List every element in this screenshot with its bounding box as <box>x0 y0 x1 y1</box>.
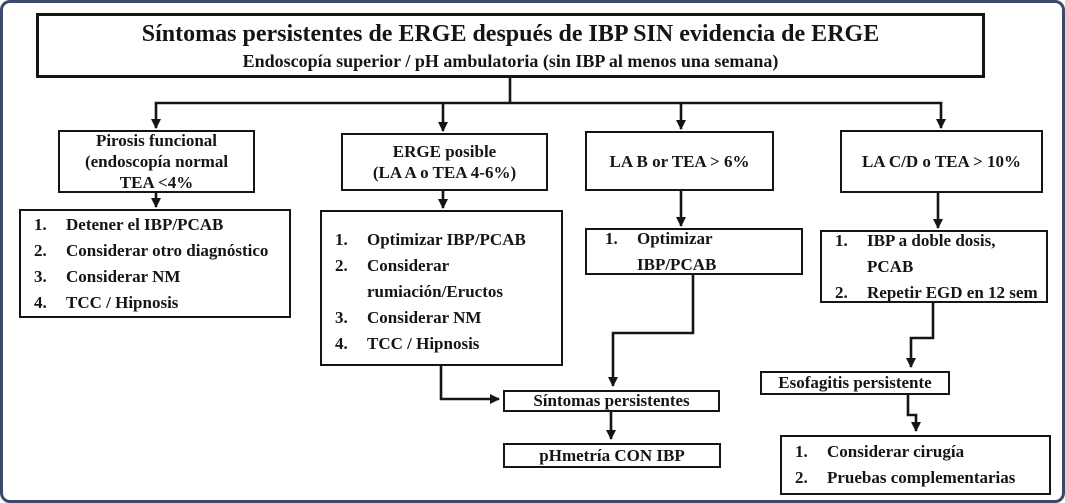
list-item-number: 4. <box>34 292 47 312</box>
list-item-number: 3. <box>34 266 47 286</box>
list-item: 4. TCC / Hipnosis <box>34 290 283 316</box>
page-subtitle: Endoscopía superior / pH ambulatoria (si… <box>242 50 779 71</box>
phmetry-with-ppi-box: pHmetría CON IBP <box>503 443 721 468</box>
list-item-number: 2. <box>34 240 47 260</box>
list-item: 1. Optimizar IBP/PCAB <box>605 226 795 278</box>
list-item: 2. Considerar rumiación/Eructos <box>335 253 555 305</box>
persistent-symptoms-box: Síntomas persistentes <box>503 390 720 412</box>
list-item: 2. Repetir EGD en 12 sem <box>835 280 1040 306</box>
arrow-la-cd-to-esophagitis <box>906 303 935 368</box>
list-item-number: 1. <box>795 442 808 461</box>
list-item-text: Considerar cirugía <box>827 442 965 461</box>
list-item-text: Considerar NM <box>66 266 181 286</box>
branch-erge-posible-box: ERGE posible (LA A o TEA 4-6%) <box>341 133 548 191</box>
list-item-number: 3. <box>335 308 348 327</box>
branch-line: LA C/D o TEA > 10% <box>861 152 1022 171</box>
list-item: 2. Considerar otro diagnóstico <box>34 238 283 264</box>
list-item: 1. Considerar cirugía <box>795 439 1043 465</box>
branch-la-cd-box: LA C/D o TEA > 10% <box>840 130 1043 193</box>
arrow-possible-to-persistent <box>439 366 500 404</box>
list-item: 3. Considerar NM <box>34 264 283 290</box>
arrow-esophagitis-to-surgery <box>906 395 921 432</box>
list-item-text: TCC / Hipnosis <box>367 334 480 353</box>
list-item-text: IBP a doble dosis, PCAB <box>867 230 996 276</box>
persistent-esophagitis-box: Esofagitis persistente <box>760 371 950 395</box>
list-item-text: Optimizar IBP/PCAB <box>367 230 526 249</box>
branch-pirosis-funcional-box: Pirosis funcional (endoscopía normal TEA… <box>58 130 255 193</box>
header-box: Síntomas persistentes de ERGE después de… <box>36 13 985 78</box>
list-item-number: 2. <box>835 282 848 302</box>
persistent-symptoms-label: Síntomas persistentes <box>533 391 690 410</box>
actions-la-cd-box: 1. IBP a doble dosis, PCAB 2. Repetir EGD … <box>820 230 1048 303</box>
list-item-number: 1. <box>34 214 47 234</box>
list-item: 2. Pruebas complementarias <box>795 465 1043 491</box>
list-item-text: Considerar rumiación/Eructos <box>367 256 503 301</box>
phmetry-with-ppi-label: pHmetría CON IBP <box>539 445 685 465</box>
list-item: 1. Optimizar IBP/PCAB <box>335 227 555 253</box>
list-item: 1. Detener el IBP/PCAB <box>34 212 283 238</box>
list-item: 4. TCC / Hipnosis <box>335 331 555 357</box>
branch-line: LA B or TEA > 6% <box>609 151 750 171</box>
list-item-number: 4. <box>335 334 348 353</box>
list-item: 1. IBP a doble dosis, PCAB <box>835 228 1040 280</box>
list-item-text: Considerar NM <box>367 308 482 327</box>
list-item-text: Repetir EGD en 12 sem <box>867 282 1038 302</box>
persistent-esophagitis-label: Esofagitis persistente <box>778 373 932 392</box>
actions-la-b-box: 1. Optimizar IBP/PCAB <box>585 228 803 275</box>
connector-lines <box>151 78 946 440</box>
list-item-number: 1. <box>335 230 348 249</box>
page-title: Síntomas persistentes de ERGE después de… <box>141 20 880 47</box>
branch-line: (endoscopía normal <box>84 152 229 171</box>
actions-possible-box: 1. Optimizar IBP/PCAB 2. Considerar rumiac… <box>320 210 563 366</box>
list-item-text: Optimizar IBP/PCAB <box>637 228 717 274</box>
list-item-text: Detener el IBP/PCAB <box>66 214 224 234</box>
list-item-number: 2. <box>335 256 348 275</box>
branch-la-b-box: LA B or TEA > 6% <box>585 131 774 191</box>
surgery-options-box: 1. Considerar cirugía 2. Pruebas complemen… <box>780 435 1051 495</box>
branch-line: TEA <4% <box>119 173 194 192</box>
branch-line: (LA A o TEA 4-6%) <box>372 163 517 182</box>
list-item-text: Considerar otro diagnóstico <box>66 240 269 260</box>
list-item-number: 1. <box>835 230 848 250</box>
list-item-number: 1. <box>605 228 618 248</box>
list-item-number: 2. <box>795 468 808 487</box>
list-item: 3. Considerar NM <box>335 305 555 331</box>
actions-functional-box: 1. Detener el IBP/PCAB 2. Considerar otro … <box>19 209 291 318</box>
list-item-text: Pruebas complementarias <box>827 468 1016 487</box>
branch-line: ERGE posible <box>392 142 497 161</box>
list-item-text: TCC / Hipnosis <box>66 292 179 312</box>
arrow-la-b-to-persistent <box>608 275 695 387</box>
branch-line: Pirosis funcional <box>95 131 218 150</box>
